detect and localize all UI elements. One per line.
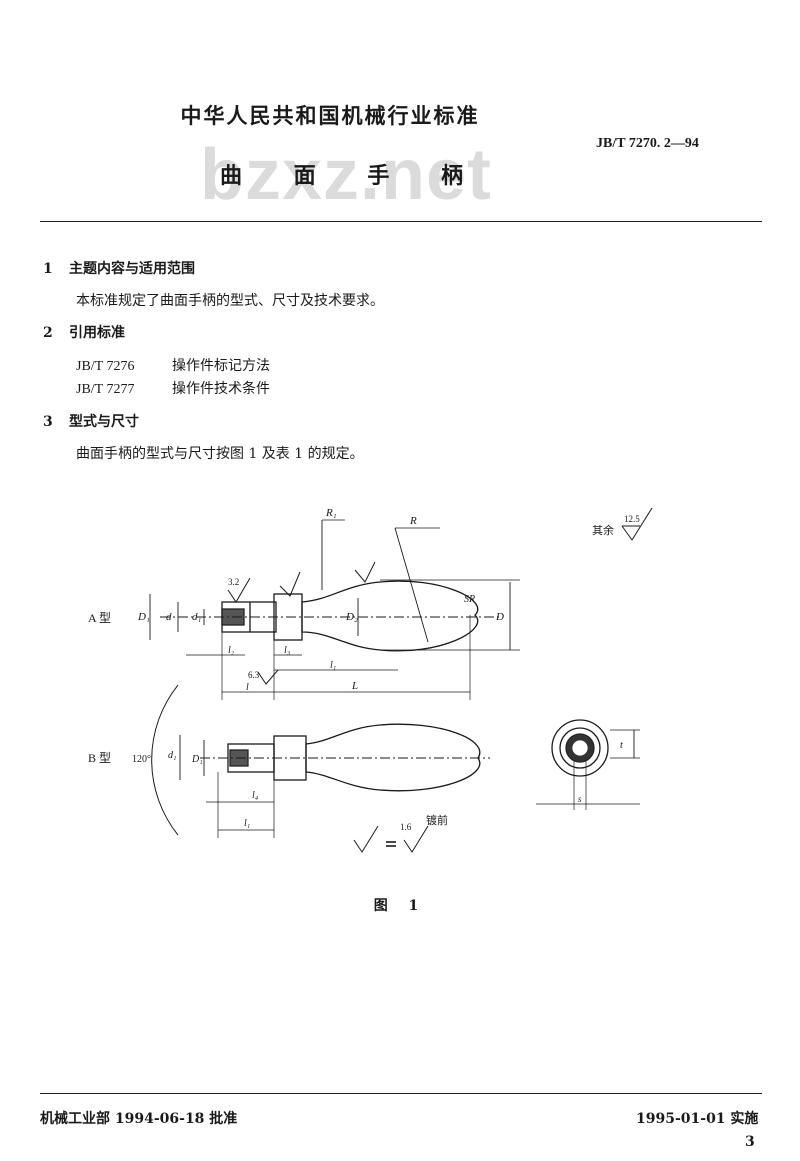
svg-text:R: R	[409, 515, 417, 527]
section-heading-text: 型式与尺寸	[69, 414, 139, 430]
figure-caption: 图 1	[373, 898, 427, 914]
document-title: 曲 面 手 柄	[220, 163, 485, 189]
svg-text:D: D	[495, 611, 504, 623]
svg-text:l₁: l₁	[330, 660, 336, 671]
svg-text:D₁: D₁	[191, 754, 203, 765]
svg-text:l₄: l₄	[252, 790, 259, 801]
section-heading-text: 引用标准	[69, 325, 125, 341]
type-a-label: A 型	[88, 611, 111, 625]
svg-text:12.5: 12.5	[624, 514, 640, 524]
section-1-text: 本标准规定了曲面手柄的型式、尺寸及技术要求。	[76, 293, 384, 309]
svg-text:l: l	[246, 682, 249, 693]
watermark: bzxz.net	[200, 135, 493, 215]
angle-arc	[151, 684, 179, 836]
type-b-label: B 型	[88, 751, 111, 765]
reference-item: JB/T 7276 操作件标记方法	[76, 355, 270, 375]
svg-text:120°: 120°	[132, 754, 151, 765]
end-view: t s	[536, 719, 640, 810]
organization-title: 中华人民共和国机械行业标准	[180, 103, 480, 128]
section-2-heading: 2 引用标准	[43, 322, 125, 342]
section-1-heading: 1 主题内容与适用范围	[43, 258, 195, 278]
section-number: 1	[43, 261, 53, 277]
svg-text:l₂: l₂	[228, 645, 235, 656]
type-b-view: B 型 120° d₁ D₁ l₄ l₁	[88, 684, 490, 838]
svg-text:t: t	[620, 740, 623, 751]
type-b-handle-body	[305, 723, 481, 792]
reference-code: JB/T 7277	[76, 382, 135, 397]
approval-note: 机械工业部 1994-06-18 批准	[40, 1111, 238, 1127]
header-rule	[40, 221, 762, 222]
svg-text:D₁: D₁	[137, 611, 150, 623]
footer-rule	[40, 1093, 762, 1094]
rest-roughness-symbol: 其余 12.5	[592, 507, 653, 541]
reference-title: 操作件技术条件	[172, 381, 270, 397]
section-number: 2	[43, 325, 53, 341]
svg-text:1.6: 1.6	[400, 822, 412, 832]
implementation-note: 1995-01-01 实施	[636, 1111, 759, 1127]
svg-text:s: s	[578, 794, 582, 804]
svg-text:6.3: 6.3	[248, 670, 260, 680]
svg-text:d: d	[166, 611, 172, 623]
svg-text:l₁: l₁	[244, 818, 250, 829]
svg-text:d₁: d₁	[168, 750, 176, 761]
svg-text:SR: SR	[464, 594, 475, 605]
svg-text:镀前: 镀前	[426, 813, 448, 827]
svg-text:D₂: D₂	[345, 611, 358, 623]
svg-text:R₁: R₁	[325, 507, 337, 519]
standard-number: JB/T 7270. 2—94	[596, 136, 699, 151]
svg-text:L: L	[351, 680, 358, 692]
section-3-heading: 3 型式与尺寸	[43, 411, 139, 431]
svg-text:其余: 其余	[592, 523, 614, 537]
reference-title: 操作件标记方法	[172, 358, 270, 374]
section-heading-text: 主题内容与适用范围	[69, 261, 195, 277]
type-a-handle-body	[301, 580, 479, 652]
type-a-view: A 型 D₁ d d₁ D₂ D R₁ R SR 3.2	[88, 507, 520, 700]
svg-text:d₁: d₁	[192, 611, 202, 623]
svg-text:3.2: 3.2	[228, 577, 239, 587]
reference-item: JB/T 7277 操作件技术条件	[76, 378, 270, 398]
section-3-text: 曲面手柄的型式与尺寸按图 1 及表 1 的规定。	[76, 446, 364, 462]
svg-text:l₃: l₃	[284, 645, 291, 656]
plating-roughness-note: 1.6 镀前	[353, 813, 448, 853]
reference-code: JB/T 7276	[76, 359, 135, 374]
page-number: 3	[745, 1134, 755, 1150]
section-number: 3	[43, 414, 53, 430]
technical-drawing: A 型 D₁ d d₁ D₂ D R₁ R SR 3.2	[88, 507, 653, 853]
